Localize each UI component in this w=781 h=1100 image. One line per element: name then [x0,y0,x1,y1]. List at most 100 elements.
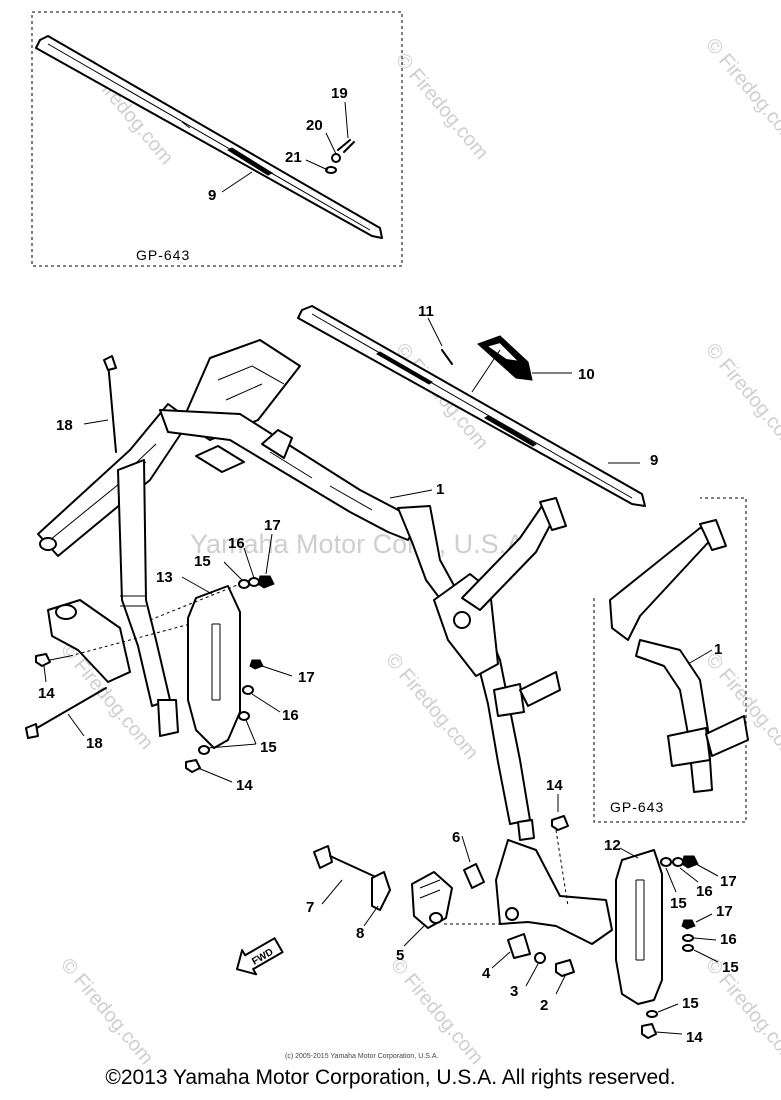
callout-9-main: 9 [650,452,658,469]
inset-arm [609,527,717,641]
left-foot-hole [55,604,77,620]
bracket-4 [507,933,531,959]
leader-17-lower [261,665,293,677]
windshield-strip-edge [311,313,633,499]
washer-15-right-lower [682,944,694,952]
callout-14-right: 14 [546,777,563,794]
guide-line [555,829,569,907]
leader-14-lower [197,767,233,783]
pin-6 [463,863,485,889]
leader-15-right-lower [693,949,719,963]
handlebar-frame: 1 [37,339,613,945]
latch-5-hole [429,912,443,924]
windshield-strip-edge [47,43,371,231]
callout-15-lower: 15 [260,739,277,756]
nut-17-right-upper [681,855,699,869]
guide-line [149,583,241,621]
callout-15-right-upper: 15 [670,895,687,912]
leader-17-upper [265,533,273,575]
right-arm-tip [539,497,567,531]
callout-16-upper: 16 [228,535,245,552]
plate-13 [187,585,241,749]
windshield-strip-main: 11 10 9 [297,303,658,507]
leader-14-left [43,665,47,683]
guide-line [69,623,191,657]
windshield-hatch [226,147,274,176]
watermark-firedog: © Firedog.com [386,954,487,1069]
nut-17-lower [249,659,264,670]
lower-bracket-hole [505,907,519,921]
cross-bar [159,409,421,541]
nut-21 [325,166,337,174]
callout-17-upper: 17 [264,517,281,534]
leader-11 [427,317,443,347]
leader-15-bottom [657,1003,679,1013]
leader-16-lower [251,693,281,713]
leader-8 [363,905,379,927]
bolt-7-shaft [329,855,379,879]
leader-14-bottom [655,1031,683,1035]
bolt-14-left [35,653,51,667]
leader-7 [321,879,343,905]
leader-15-lower-b [207,743,257,749]
bracket-10-face [485,341,521,363]
nut-17-upper [257,575,275,589]
windshield-hatch [376,351,433,385]
latch-5 [411,871,453,929]
inset-right-border [593,497,747,823]
washer-15-lower [238,711,250,721]
callout-10: 10 [578,366,595,383]
callout-17-right-lower: 17 [716,903,733,920]
bolt-14-bottom [641,1023,657,1039]
callout-3: 3 [510,983,518,1000]
inset-tube [635,639,713,793]
leader-18-lower [67,713,85,737]
leader-1-main [389,489,433,499]
plate-12 [615,849,663,1005]
callout-7: 7 [306,899,314,916]
callout-15-upper: 15 [194,553,211,570]
watermark-firedog: © Firedog.com [701,34,781,149]
leader-13 [181,576,213,595]
left-arm-eye [39,537,57,551]
leader-12 [619,847,639,859]
inset-right: 1 GP-643 [593,497,749,823]
callout-19: 19 [331,85,348,102]
callout-15-right-lower: 15 [722,959,739,976]
callout-1-inset: 1 [714,641,722,658]
callout-18-upper: 18 [56,417,73,434]
strap-18-lower-head [25,723,39,739]
callout-18-lower: 18 [86,735,103,752]
strap-18-lower [29,687,107,733]
leader-3 [525,963,539,987]
callout-4: 4 [482,965,491,982]
watermark-firedog: © Firedog.com [701,954,781,1069]
bolt-7-head [313,845,333,869]
inset-arm-tip [699,519,727,551]
lower-parts: 14 6 7 8 5 4 3 2 [236,777,575,1014]
leader-16-right-lower [693,937,717,941]
washer-20 [331,153,341,163]
plate-12-slot [635,879,645,961]
nut-17-right-lower [681,919,696,930]
screw-19 [337,139,355,153]
left-parts: 18 13 15 16 17 17 16 15 14 14 [25,355,315,794]
washer-16-right-upper [672,857,684,867]
washer-15-bottom [646,1010,658,1018]
fwd-arrow-icon: FWD [236,937,284,976]
strap-18-upper [107,361,117,453]
callout-14-lower: 14 [236,777,253,794]
right-clamp-arm [519,671,561,707]
inset-top: 19 20 21 9 GP-643 [31,11,403,267]
leader-2 [555,973,567,995]
screw-11 [441,349,453,365]
callout-16-right-upper: 16 [696,883,713,900]
inset-clamp-arm [705,715,749,757]
latch-5-ribs [419,879,441,899]
leader-17-right-upper [695,863,719,877]
leader-21 [305,159,329,171]
right-clamp [493,683,525,717]
watermark-yamaha: Yamaha Motor Corp., U.S.A. [190,529,532,559]
left-foot-bracket [47,599,131,683]
